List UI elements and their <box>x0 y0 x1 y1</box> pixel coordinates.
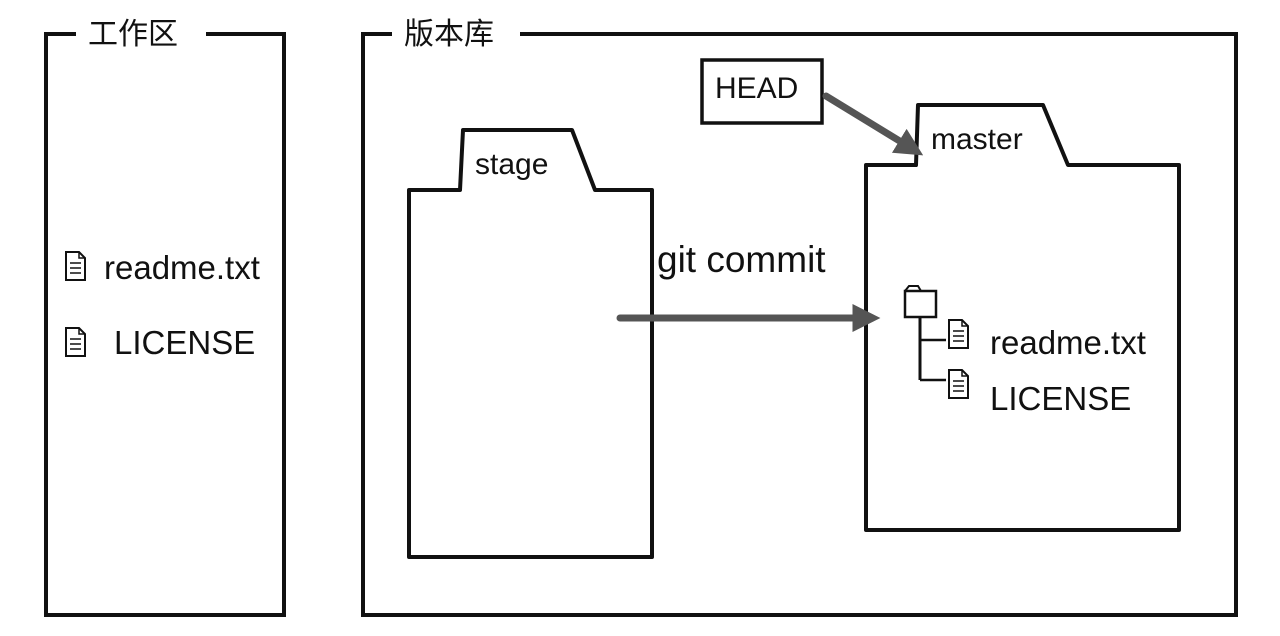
repository-frame <box>361 32 1238 617</box>
master-folder: master readme.txt LICENSE <box>864 103 1181 532</box>
file-icon <box>948 319 969 349</box>
file-icon <box>65 251 86 281</box>
file-icon <box>65 327 86 357</box>
master-file-name: LICENSE <box>990 380 1131 417</box>
repository-panel: 版本库 stage master readme.txt <box>361 17 1238 617</box>
workspace-file-name: readme.txt <box>104 249 260 286</box>
repository-title: 版本库 <box>404 17 494 52</box>
head-to-master-arrow <box>822 92 924 156</box>
workspace-panel: 工作区 readme.txt LICENSE <box>44 17 286 617</box>
head-label: HEAD <box>715 72 798 105</box>
head-pointer: HEAD <box>700 58 924 156</box>
workspace-file-name: LICENSE <box>114 324 255 361</box>
workspace-file-license: LICENSE <box>65 324 255 361</box>
file-icon <box>948 369 969 399</box>
master-file-license: LICENSE <box>948 369 1131 417</box>
master-label: master <box>931 123 1023 156</box>
workspace-frame <box>44 32 286 617</box>
head-box <box>700 58 824 125</box>
git-commit-arrow: git commit <box>616 239 881 332</box>
stage-folder-outline <box>407 128 654 559</box>
stage-folder: stage <box>407 128 654 559</box>
workspace-title: 工作区 <box>88 17 178 52</box>
workspace-file-readme: readme.txt <box>65 249 260 286</box>
master-file-readme: readme.txt <box>948 319 1146 361</box>
master-file-name: readme.txt <box>990 324 1146 361</box>
stage-label: stage <box>475 148 548 181</box>
commit-label: git commit <box>657 239 826 280</box>
folder-tree-icon <box>903 285 946 382</box>
